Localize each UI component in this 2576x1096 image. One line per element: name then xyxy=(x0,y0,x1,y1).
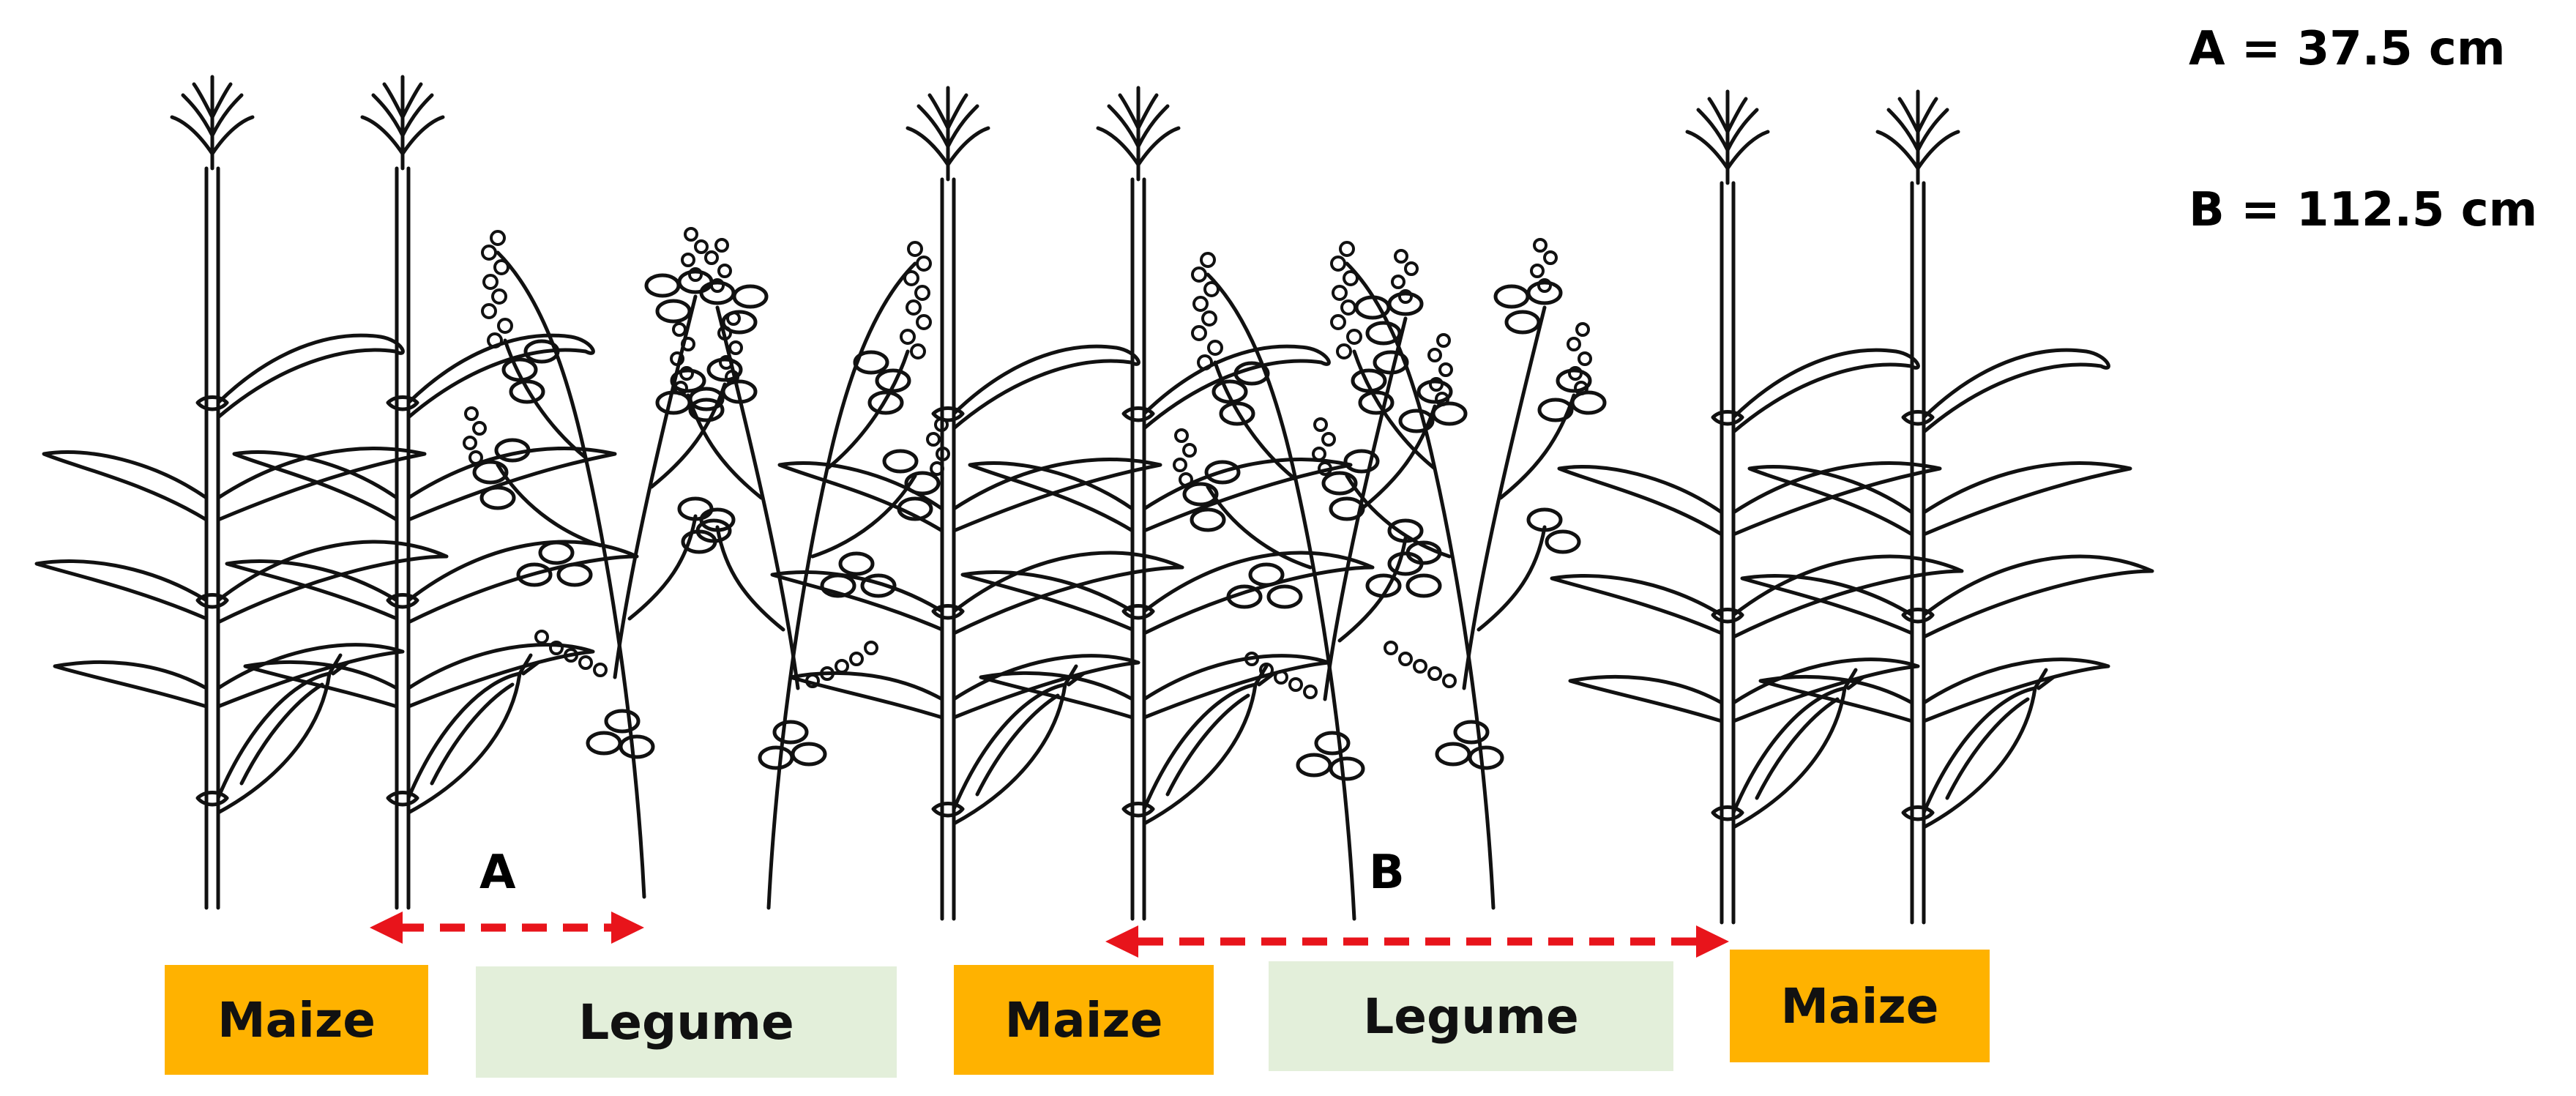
dimension-label-a: A xyxy=(479,846,516,900)
row-label-maize: Maize xyxy=(954,965,1214,1075)
legend-a: A = 37.5 cm xyxy=(2189,22,2506,76)
row-label-maize: Maize xyxy=(1730,950,1990,1062)
row-label-legume: Legume xyxy=(1269,961,1673,1071)
maize-plant-icon xyxy=(1552,92,1962,922)
dimension-label-b: B xyxy=(1369,846,1405,900)
row-label-maize: Maize xyxy=(165,965,428,1075)
dimension-arrow-b xyxy=(1105,925,1729,958)
row-label-legume: Legume xyxy=(476,966,897,1078)
maize-plant-icon xyxy=(37,77,447,908)
dimension-arrow-a xyxy=(370,912,644,944)
maize-plant-icon xyxy=(772,88,1182,919)
legume-plant-icon xyxy=(1313,239,1605,908)
legume-plant-icon xyxy=(464,228,755,897)
legend-b: B = 112.5 cm xyxy=(2189,183,2538,237)
